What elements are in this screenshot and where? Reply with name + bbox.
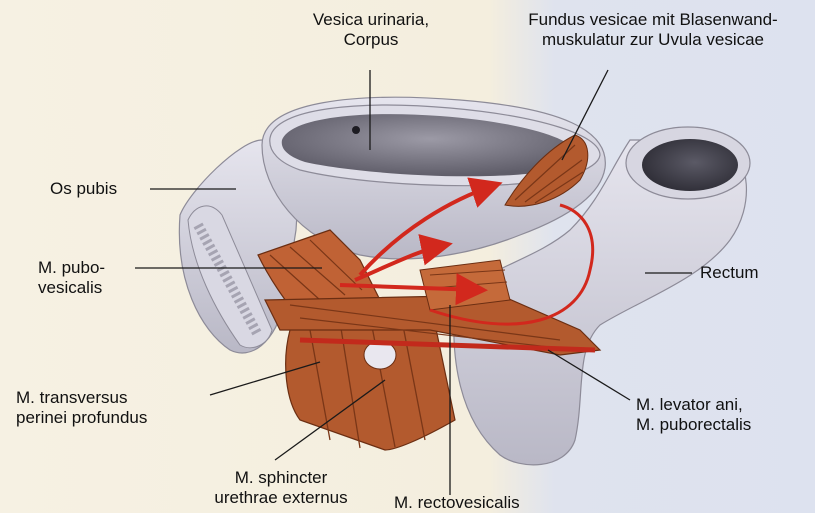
label-m-pubovesicalis: M. pubo- vesicalis	[38, 258, 105, 298]
vesica-urinaria	[262, 97, 605, 259]
label-vesica-urinaria: Vesica urinaria, Corpus	[296, 10, 446, 50]
label-fundus-line-1: Fundus vesicae mit Blasenwand-	[493, 10, 813, 30]
label-m-rectovesicalis: M. rectovesicalis	[394, 493, 520, 513]
label-m-transversus: M. transversus perinei profundus	[16, 388, 147, 428]
label-m-sphincter: M. sphincter urethrae externus	[196, 468, 366, 508]
label-fundus-vesicae: Fundus vesicae mit Blasenwand- muskulatu…	[493, 10, 813, 50]
label-levator-line-1: M. levator ani,	[636, 395, 751, 415]
label-vesica-line-2: Corpus	[296, 30, 446, 50]
label-vesica-line-1: Vesica urinaria,	[296, 10, 446, 30]
label-rectum: Rectum	[700, 263, 759, 283]
label-pubovesicalis-line-1: M. pubo-	[38, 258, 105, 278]
label-os-pubis: Os pubis	[50, 179, 117, 199]
label-transversus-line-2: perinei profundus	[16, 408, 147, 428]
label-m-levator-ani: M. levator ani, M. puborectalis	[636, 395, 751, 435]
label-fundus-line-2: muskulatur zur Uvula vesicae	[493, 30, 813, 50]
label-levator-line-2: M. puborectalis	[636, 415, 751, 435]
label-sphincter-line-1: M. sphincter	[196, 468, 366, 488]
label-sphincter-line-2: urethrae externus	[196, 488, 366, 508]
label-transversus-line-1: M. transversus	[16, 388, 147, 408]
label-pubovesicalis-line-2: vesicalis	[38, 278, 105, 298]
